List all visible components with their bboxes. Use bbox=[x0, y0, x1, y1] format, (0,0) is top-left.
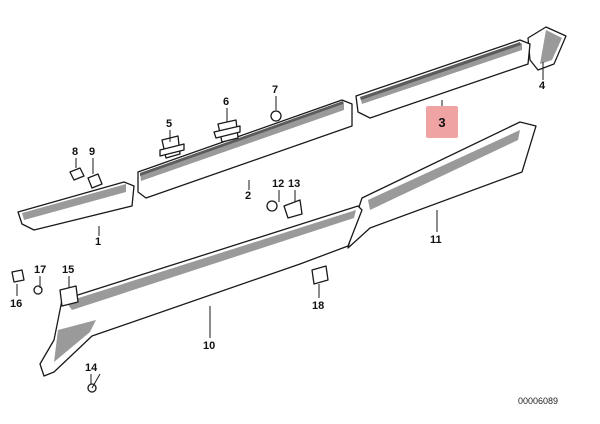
part-8-nut bbox=[69, 167, 85, 181]
callout-14[interactable]: 14 bbox=[85, 362, 98, 374]
part-6-clip bbox=[213, 119, 241, 143]
callout-10[interactable]: 10 bbox=[203, 340, 216, 352]
part-1-trim-strip bbox=[17, 181, 135, 231]
callout-7[interactable]: 7 bbox=[272, 84, 279, 96]
part-17-washer bbox=[33, 285, 43, 295]
callout-1[interactable]: 1 bbox=[95, 236, 102, 248]
part-15-clip bbox=[59, 285, 79, 307]
callout-6[interactable]: 6 bbox=[223, 96, 230, 108]
callout-15[interactable]: 15 bbox=[62, 264, 75, 276]
callout-5[interactable]: 5 bbox=[166, 118, 173, 130]
callout-4[interactable]: 4 bbox=[539, 80, 546, 92]
callout-18[interactable]: 18 bbox=[312, 300, 325, 312]
part-10-sill-panel bbox=[39, 205, 363, 377]
callout-2[interactable]: 2 bbox=[245, 190, 252, 202]
part-13-clip bbox=[283, 199, 303, 219]
callout-9[interactable]: 9 bbox=[89, 146, 96, 158]
part-2-trim-strip bbox=[137, 99, 353, 199]
leader-lines bbox=[16, 62, 544, 384]
part-5-clip bbox=[159, 135, 185, 159]
part-3-trim-strip bbox=[355, 39, 531, 119]
highlighted-callout-3[interactable]: 3 bbox=[426, 106, 458, 138]
callout-12[interactable]: 12 bbox=[272, 178, 285, 190]
callout-8[interactable]: 8 bbox=[72, 146, 79, 158]
callout-17[interactable]: 17 bbox=[34, 264, 47, 276]
callout-13[interactable]: 13 bbox=[288, 178, 301, 190]
part-16-nut bbox=[11, 269, 25, 283]
part-11-rear-panel bbox=[347, 121, 537, 249]
diagram-code: 00006089 bbox=[518, 396, 559, 406]
part-7-nut bbox=[270, 110, 282, 122]
part-9-clip bbox=[87, 173, 103, 189]
part-4-end-cap bbox=[527, 26, 567, 71]
part-18-clip bbox=[311, 265, 329, 285]
part-14-bolt bbox=[87, 373, 101, 393]
part-12-screw bbox=[266, 200, 278, 212]
callout-16[interactable]: 16 bbox=[10, 298, 23, 310]
callout-11[interactable]: 11 bbox=[430, 234, 442, 246]
